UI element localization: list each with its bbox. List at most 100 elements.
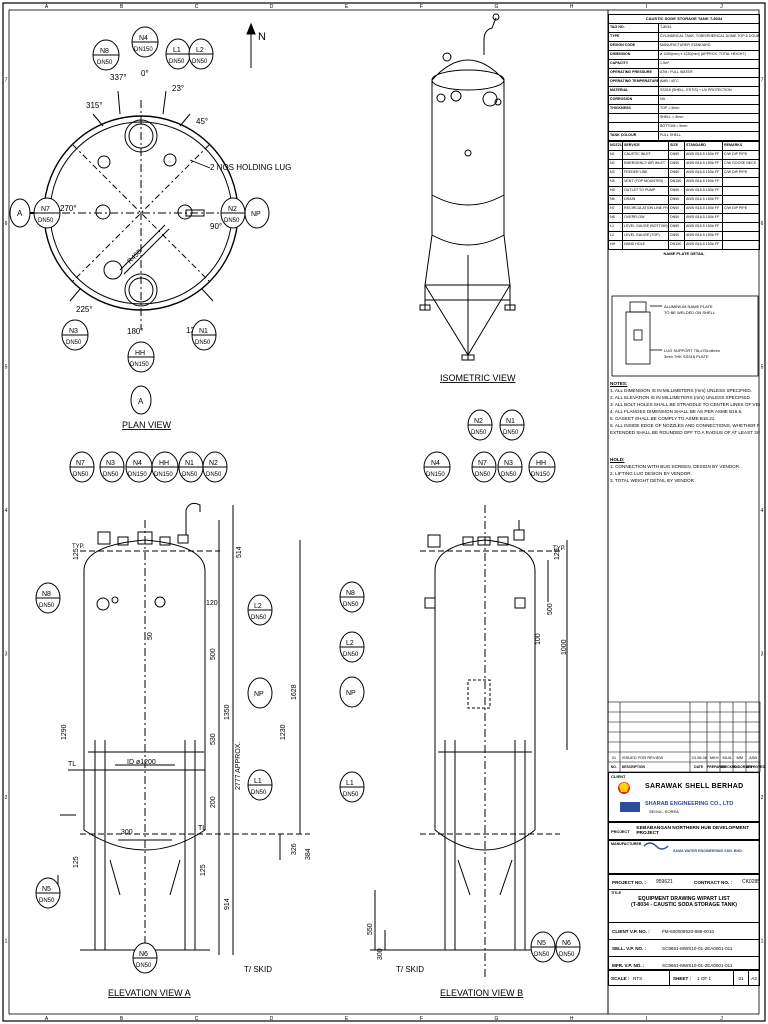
elevation-view-a bbox=[57, 502, 310, 970]
zone-column-label: A bbox=[45, 4, 49, 10]
datasheet-value: SHELL = 5mm bbox=[658, 113, 760, 123]
client-vp-no: FM-600008520-888-0010 bbox=[662, 928, 715, 934]
zone-column-label: H bbox=[570, 4, 574, 10]
nozzle-size: DN150 bbox=[531, 472, 550, 478]
nozzle-cell: ANSI B16.5 150# FF bbox=[684, 186, 723, 196]
datasheet-value: AMB / 45°C bbox=[658, 77, 760, 87]
nozzle-cell: ANSI B16.5 150# FF bbox=[684, 168, 723, 178]
dimension-label: 914 bbox=[224, 898, 231, 910]
nozzle-cell bbox=[722, 186, 760, 196]
datasheet-row: SHELL = 5mm bbox=[608, 113, 760, 123]
zone-row-label: 5 bbox=[761, 365, 764, 371]
revision-no: 01 bbox=[734, 971, 749, 985]
manufacturer-label: MANUFACTURER bbox=[611, 842, 642, 846]
nozzle-cell: ANSI B16.5 150# FF bbox=[684, 150, 723, 160]
nozzle-size: DN50 bbox=[192, 59, 208, 65]
nozzle-tag: N6 bbox=[139, 951, 148, 958]
elevation-a-title: ELEVATION VIEW A bbox=[108, 988, 191, 998]
nozzle-size: DN50 bbox=[343, 792, 359, 798]
title-label: TITLE bbox=[611, 891, 621, 895]
zone-column-label: E bbox=[345, 4, 349, 10]
name-plate-title: NAME PLATE DETAIL bbox=[663, 251, 705, 256]
sell-vp-no: SC9651-MWS10-01-2EA0001-011 bbox=[662, 945, 733, 951]
rev-header: APPROVED bbox=[745, 765, 766, 769]
title-info-block: PROJECT NO. : 959621 CONTRACT NO. : CK02… bbox=[608, 874, 760, 970]
dimension-label: 1350 bbox=[224, 704, 231, 720]
dimension-label: 550 bbox=[367, 923, 374, 935]
nozzle-header-cell: SERVICE bbox=[622, 141, 669, 151]
zone-row-label: 4 bbox=[5, 508, 8, 514]
rev-approved: ASB bbox=[749, 754, 758, 760]
notes-title: NOTES: bbox=[610, 381, 628, 386]
nozzle-tag: L1 bbox=[346, 780, 354, 787]
nozzle-header-cell: STANDARD bbox=[684, 141, 723, 151]
nozzle-cell: DN150 bbox=[668, 240, 685, 250]
dimension-label: TYP. bbox=[72, 544, 85, 550]
nozzle-size: DN50 bbox=[251, 790, 267, 796]
nozzle-cell bbox=[722, 213, 760, 223]
zone-column-label: J bbox=[720, 1016, 723, 1022]
zone-column-label: H bbox=[570, 1016, 574, 1022]
datasheet-label bbox=[608, 113, 659, 123]
dimension-label: ID ø1200 bbox=[127, 759, 156, 766]
nozzle-cell: N2 bbox=[608, 159, 623, 169]
nozzle-size: DN50 bbox=[182, 472, 198, 478]
dimension-label: 125 bbox=[73, 548, 80, 560]
nozzle-size: DN50 bbox=[66, 340, 82, 346]
dimension-label: 1290 bbox=[61, 724, 68, 740]
client-block: CLIENT SARAWAK SHELL BERHAD SHARAB ENGIN… bbox=[608, 772, 760, 822]
nozzle-size: DN50 bbox=[38, 218, 54, 224]
note-item: 2. ALL ELEVATION IS IN MILLIMETERS (mm) … bbox=[610, 395, 752, 400]
zone-column-label: F bbox=[420, 1016, 423, 1022]
dimension-label: 514 bbox=[236, 546, 243, 558]
datasheet-value: MANUFACTURER STANDARD bbox=[658, 41, 760, 51]
nozzle-size: DN50 bbox=[195, 340, 211, 346]
zone-column-label: G bbox=[495, 1016, 499, 1022]
nozzle-cell: DN150 bbox=[668, 177, 685, 187]
nozzle-cell bbox=[722, 195, 760, 205]
datasheet-value: ø 1200(mm) x 1230(mm) (APPROX. TOTAL HEI… bbox=[658, 50, 760, 60]
nozzle-size: DN50 bbox=[103, 472, 119, 478]
north-arrow-icon bbox=[246, 22, 256, 68]
nozzle-cell: N1 bbox=[608, 150, 623, 160]
scale-sheet-block: SCALE : NTS SHEET : 1 OF 1 01 A3 bbox=[608, 970, 760, 986]
nozzle-cell bbox=[722, 240, 760, 250]
nozzle-tag: N8 bbox=[100, 48, 109, 55]
zone-row-label: 1 bbox=[761, 938, 764, 944]
note-item: 1. ALL DIMENSION IS IN MILLIMETERS (mm) … bbox=[610, 388, 753, 393]
zone-column-label: I bbox=[646, 1016, 647, 1022]
nozzle-cell: DRAIN bbox=[622, 195, 669, 205]
nozzle-size: DN50 bbox=[503, 430, 519, 436]
nozzle-schedule-table: NOZZLESERVICESIZESTANDARDREMARKS N1CAUST… bbox=[608, 141, 760, 250]
nozzle-tag: HH bbox=[135, 350, 145, 357]
datasheet-label: DIMENSION bbox=[608, 50, 659, 60]
nozzle-cell: OVERFLOW bbox=[622, 213, 669, 223]
revision-grid bbox=[607, 701, 761, 773]
nozzle-tag: N7 bbox=[76, 460, 85, 467]
plan-nozzle-balloons bbox=[9, 26, 270, 415]
nozzle-size: DN50 bbox=[343, 652, 359, 658]
revision-header: NO. DESCRIPTION DATE PREPARED CHECKED EN… bbox=[608, 762, 766, 772]
nozzle-size: DN150 bbox=[134, 47, 153, 53]
nozzle-cell: ANSI B16.5 150# FF bbox=[684, 231, 723, 241]
nozzle-cell: N6 bbox=[608, 195, 623, 205]
nozzle-tag: N3 bbox=[504, 460, 513, 467]
note-item: 5. GASKET SHALL BE COMPLY TO ASME B16.21… bbox=[610, 416, 716, 421]
nozzle-cell: N5 bbox=[608, 186, 623, 196]
manufacturer-block: MANUFACTURER SAMA WATER ENGINEERING SDN.… bbox=[608, 840, 760, 874]
note-item: 3. ALL BOLT HOLES SHALL BE STRADDLE TO C… bbox=[610, 402, 760, 407]
plate-note: 3mm THK SS316 PLATE bbox=[664, 354, 709, 359]
datasheet-value: TOP = 5mm bbox=[658, 104, 760, 114]
nozzle-cell: N4 bbox=[608, 177, 623, 187]
nozzle-tag: N3 bbox=[106, 460, 115, 467]
angle-label: 45° bbox=[196, 117, 208, 126]
nozzle-cell: LEVEL GAUGE (TOP) bbox=[622, 231, 669, 241]
